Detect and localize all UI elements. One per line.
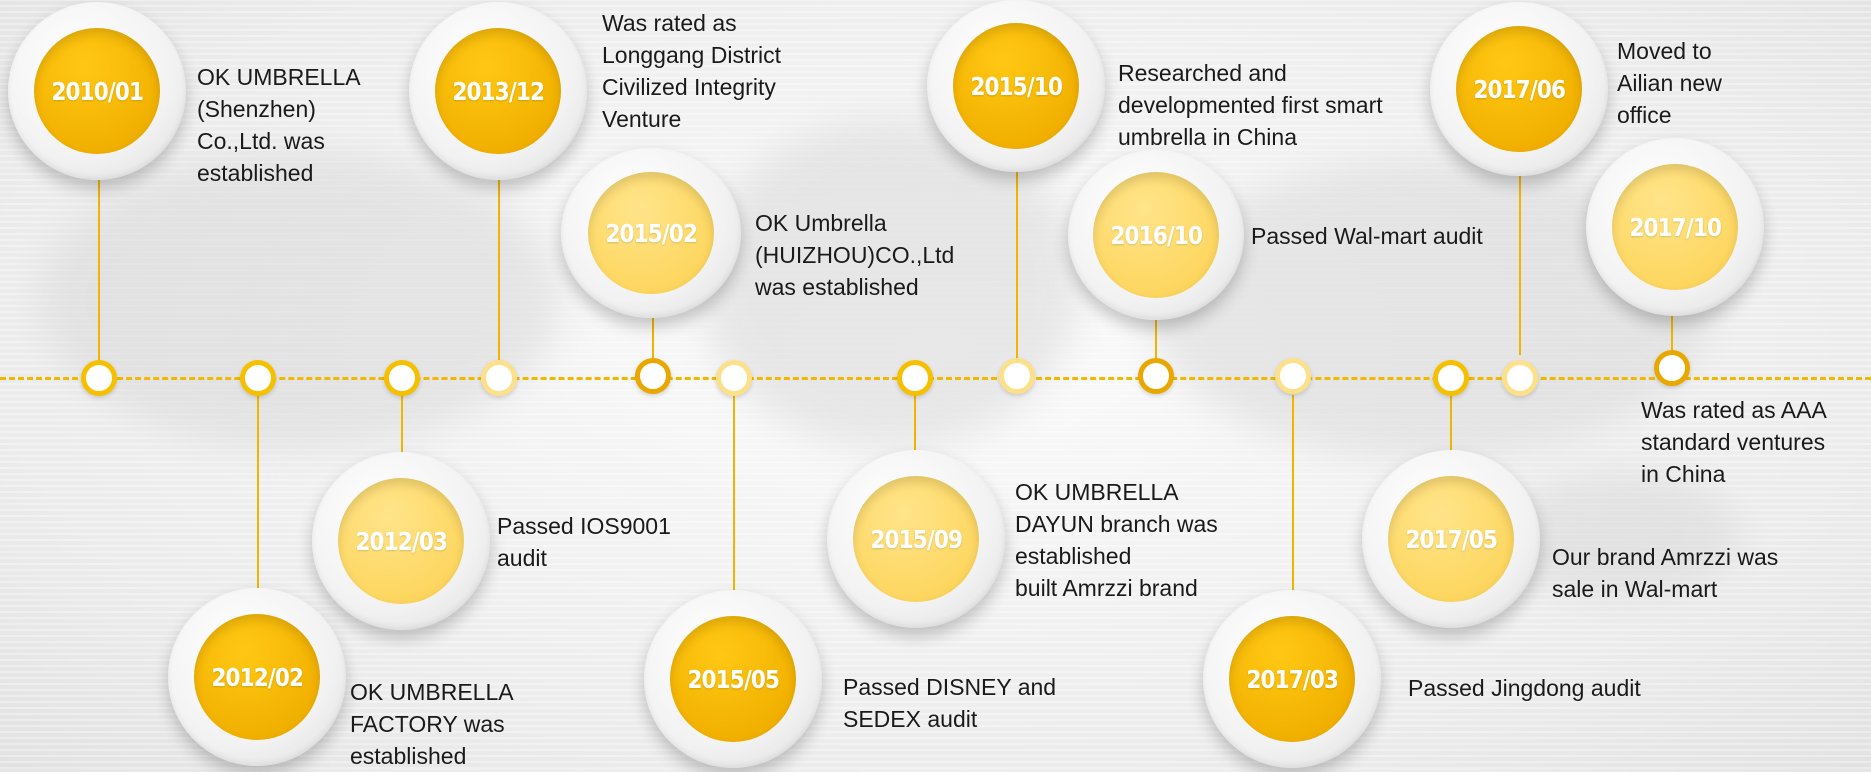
- timeline-node: [481, 360, 517, 396]
- connector-line: [1671, 315, 1673, 357]
- connector-line: [498, 180, 500, 360]
- milestone-badge: 2015/05: [644, 590, 822, 768]
- milestone-date: 2017/06: [1473, 74, 1565, 104]
- milestone-date: 2012/03: [355, 526, 447, 556]
- milestone-badge: 2015/02: [561, 148, 741, 318]
- milestone-description: OK UMBRELLA (Shenzhen) Co.,Ltd. was esta…: [197, 64, 361, 186]
- timeline-node: [635, 358, 671, 394]
- connector-line: [1292, 395, 1294, 590]
- connector-line: [1155, 318, 1157, 360]
- timeline-node: [240, 360, 276, 396]
- milestone-date: 2015/10: [970, 71, 1062, 101]
- connector-line: [1016, 170, 1018, 360]
- timeline-axis: [0, 377, 1871, 380]
- connector-line: [1519, 175, 1521, 355]
- milestone-date: 2017/03: [1246, 664, 1338, 694]
- milestone-date: 2017/05: [1405, 524, 1497, 554]
- milestone-description: Our brand Amrzzi was sale in Wal-mart: [1552, 544, 1779, 602]
- milestone-description: Was rated as Longgang District Civilized…: [602, 10, 781, 132]
- milestone-badge: 2010/01: [8, 2, 186, 180]
- connector-line: [914, 395, 916, 450]
- milestone-date: 2012/02: [211, 662, 303, 692]
- timeline-node: [716, 360, 752, 396]
- milestone-date: 2016/10: [1110, 220, 1202, 250]
- timeline-node: [1138, 358, 1174, 394]
- milestone-description: OK UMBRELLA FACTORY was established: [350, 679, 514, 769]
- timeline-node: [384, 360, 420, 396]
- connector-line: [1450, 395, 1452, 455]
- milestone-badge: 2012/02: [168, 588, 346, 766]
- world-map-shape: [1500, 470, 1740, 600]
- connector-line: [98, 180, 100, 360]
- connector-line: [733, 395, 735, 590]
- milestone-description: Passed DISNEY and SEDEX audit: [843, 674, 1057, 732]
- timeline-node: [1654, 350, 1690, 386]
- milestone-description: Passed Jingdong audit: [1408, 675, 1641, 701]
- milestone-date: 2010/01: [51, 76, 143, 106]
- timeline-node: [1275, 358, 1311, 394]
- milestone-date: 2015/02: [605, 218, 697, 248]
- connector-line: [257, 395, 259, 590]
- timeline-node: [81, 360, 117, 396]
- connector-line: [652, 318, 654, 360]
- milestone-badge: 2012/03: [312, 452, 490, 630]
- milestone-description: Researched and developmented first smart…: [1118, 60, 1383, 150]
- timeline-node: [897, 360, 933, 396]
- milestone-description: Was rated as AAA standard ventures in Ch…: [1641, 397, 1827, 487]
- milestone-description: Moved to Ailian new office: [1617, 38, 1722, 128]
- milestone-badge: 2017/06: [1430, 2, 1608, 176]
- milestone-badge: 2015/10: [927, 0, 1105, 172]
- timeline-node: [999, 358, 1035, 394]
- milestone-badge: 2015/09: [827, 450, 1005, 628]
- milestone-description: Passed IOS9001 audit: [497, 513, 671, 571]
- milestone-badge: 2017/05: [1362, 450, 1540, 628]
- milestone-badge: 2017/03: [1203, 590, 1381, 768]
- milestone-badge: 2013/12: [409, 2, 587, 180]
- milestone-badge: 2017/10: [1586, 138, 1764, 316]
- world-map-shape: [40, 150, 560, 450]
- milestone-date: 2015/09: [870, 524, 962, 554]
- timeline-node: [1502, 360, 1538, 396]
- milestone-badge: 2016/10: [1068, 150, 1244, 320]
- milestone-date: 2013/12: [452, 76, 544, 106]
- milestone-date: 2015/05: [687, 664, 779, 694]
- milestone-description: OK Umbrella (HUIZHOU)CO.,Ltd was establi…: [755, 210, 955, 300]
- connector-line: [401, 395, 403, 460]
- milestone-description: Passed Wal-mart audit: [1251, 223, 1483, 249]
- timeline-node: [1433, 360, 1469, 396]
- milestone-date: 2017/10: [1629, 212, 1721, 242]
- milestone-description: OK UMBRELLA DAYUN branch was established…: [1015, 479, 1218, 601]
